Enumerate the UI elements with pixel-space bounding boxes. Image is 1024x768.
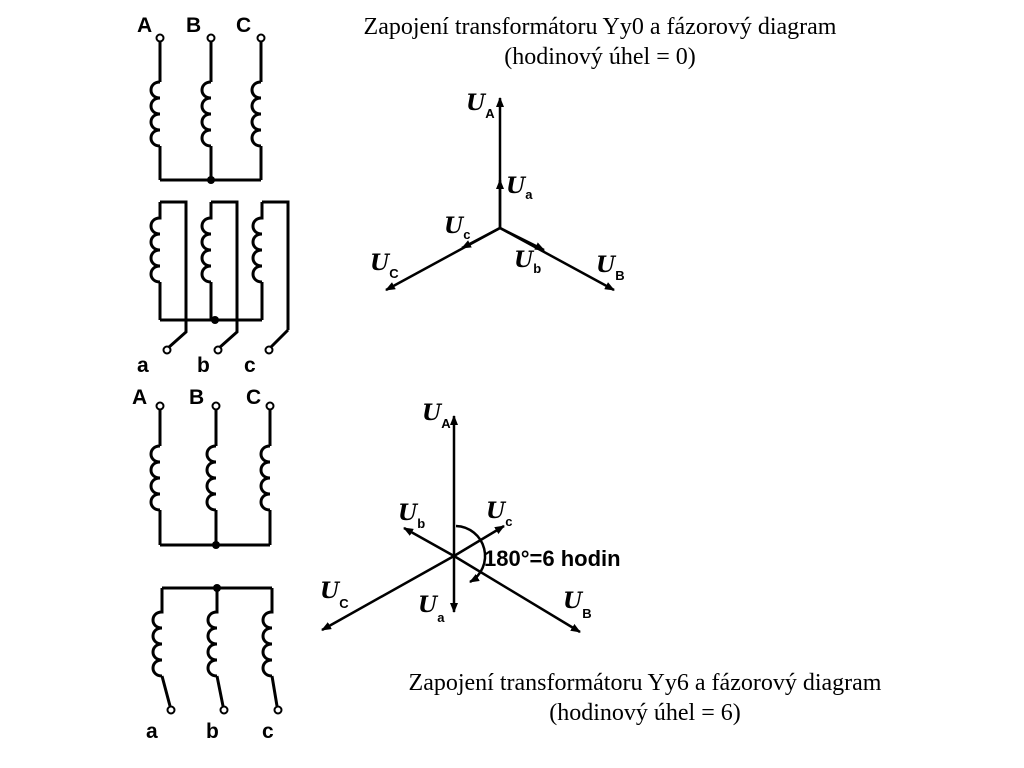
phasor-Ub-yy6 <box>403 526 455 558</box>
svg-text:UC: UC <box>370 250 399 281</box>
yy0-primary-winding <box>149 38 263 182</box>
svg-text:Uc: Uc <box>444 213 470 242</box>
label-UB-subscript: B <box>615 268 624 283</box>
label-UA-subscript: A <box>485 106 495 121</box>
terminal-a2-circle <box>166 705 176 715</box>
terminal-B2-label: B <box>189 386 204 409</box>
label-Uc-yy6-subscript: c <box>505 514 512 529</box>
phasor-Ub <box>499 226 545 252</box>
terminal-c2-label: c <box>262 720 274 743</box>
yy6-secondary-winding <box>151 586 279 707</box>
title-yy6: Zapojení transformátoru Yy6 a fázorový d… <box>345 668 945 728</box>
title-yy0-line2: (hodinový úhel = 0) <box>504 44 696 70</box>
yy6-secondary-star-point <box>213 584 221 592</box>
terminal-B-label: B <box>186 14 201 37</box>
terminal-C2-label: C <box>246 386 261 409</box>
label-Uc-symbol: U <box>444 213 465 239</box>
label-UC-yy6-subscript: C <box>339 596 349 611</box>
label-Ua-symbol: U <box>506 173 527 199</box>
terminal-A2-label: A <box>132 386 147 409</box>
yy6-phasor-diagram <box>321 415 581 634</box>
phasor-Uc-yy6 <box>453 524 505 558</box>
terminal-a-circle <box>162 345 172 355</box>
yy0-primary-star-point <box>207 176 215 184</box>
svg-text:UC: UC <box>320 578 349 611</box>
yy6-primary-star-point <box>212 541 220 549</box>
svg-text:Ua: Ua <box>506 173 533 202</box>
phasor-Uc <box>461 226 501 250</box>
phasor-UC-yy6 <box>321 554 455 632</box>
label-UC-subscript: C <box>389 266 399 281</box>
svg-text:Ub: Ub <box>514 247 541 276</box>
terminal-C2-circle <box>265 401 275 411</box>
yy0-phasor-diagram <box>385 97 615 292</box>
yy0-phasor-labels: UA Ua Uc UC Ub UB <box>370 90 625 283</box>
svg-text:UA: UA <box>422 400 451 431</box>
terminal-c-label: c <box>244 354 256 377</box>
label-Ua-subscript: a <box>525 187 533 202</box>
terminal-b2-label: b <box>206 720 219 743</box>
terminal-a2-label: a <box>146 720 158 743</box>
terminal-B-circle <box>206 33 216 43</box>
svg-text:UB: UB <box>596 252 625 283</box>
label-UA-symbol: U <box>466 90 487 116</box>
yy0-secondary-winding <box>149 200 290 350</box>
terminal-A-circle <box>155 33 165 43</box>
yy6-primary-winding <box>149 408 272 547</box>
svg-text:UB: UB <box>563 588 592 621</box>
title-yy0-line1: Zapojení transformátoru Yy0 a fázorový d… <box>363 14 837 40</box>
label-UB-yy6-subscript: B <box>582 606 591 621</box>
label-Ub-yy6-subscript: b <box>417 516 425 531</box>
label-UA-yy6-symbol: U <box>422 400 443 426</box>
label-UB-symbol: U <box>596 252 617 278</box>
label-UB-yy6-symbol: U <box>563 588 584 614</box>
label-Ua-yy6-symbol: U <box>418 592 439 618</box>
terminal-b2-circle <box>219 705 229 715</box>
label-Uc-yy6-symbol: U <box>486 498 507 524</box>
title-yy6-line2: (hodinový úhel = 6) <box>549 700 741 726</box>
yy6-phasor-labels: UA Ub Uc 180°=6 hodin UC Ua UB <box>320 400 621 625</box>
terminal-b-label: b <box>197 354 210 377</box>
terminal-C-label: C <box>236 14 251 37</box>
label-UC-yy6-symbol: U <box>320 578 341 604</box>
angle-note: 180°=6 hodin <box>484 546 621 571</box>
yy0-secondary-star-point <box>211 316 219 324</box>
phasor-UB-yy6 <box>453 554 581 634</box>
label-Uc-subscript: c <box>463 227 470 242</box>
label-Ub-yy6-symbol: U <box>398 500 419 526</box>
svg-text:Uc: Uc <box>486 498 512 529</box>
angle-arc-180 <box>455 524 487 584</box>
title-yy6-line1: Zapojení transformátoru Yy6 a fázorový d… <box>408 670 882 696</box>
terminal-B2-circle <box>211 401 221 411</box>
terminal-a-label: a <box>137 354 149 377</box>
svg-text:Ub: Ub <box>398 500 425 531</box>
terminal-A-label: A <box>137 14 152 37</box>
label-UA-yy6-subscript: A <box>441 416 451 431</box>
terminal-A2-circle <box>155 401 165 411</box>
title-yy0: Zapojení transformátoru Yy0 a fázorový d… <box>300 12 900 72</box>
label-UC-symbol: U <box>370 250 391 276</box>
terminal-C-circle <box>256 33 266 43</box>
label-Ub-subscript: b <box>533 261 541 276</box>
terminal-c-circle <box>264 345 274 355</box>
svg-text:UA: UA <box>466 90 495 121</box>
svg-text:Ua: Ua <box>418 592 445 625</box>
label-Ua-yy6-subscript: a <box>437 610 445 625</box>
label-Ub-symbol: U <box>514 247 535 273</box>
terminal-c2-circle <box>273 705 283 715</box>
terminal-b-circle <box>213 345 223 355</box>
